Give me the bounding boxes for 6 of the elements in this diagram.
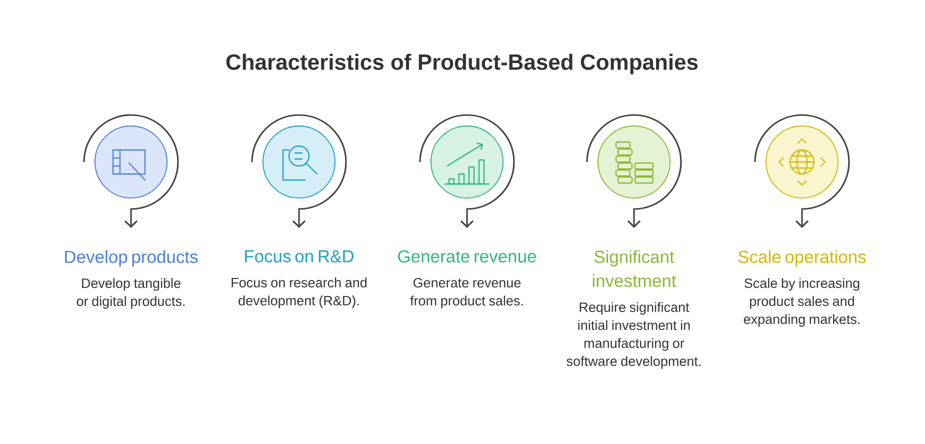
title: Characteristics of Product-Based Companies [226, 54, 698, 74]
step-text: Focus on R&D Focus on research and development (R&D). [232, 250, 367, 308]
step-text: Significant investment Require significant initial investment in manufacturing or software development. [566, 250, 700, 369]
step-text: Develop products Develop tangible or digital products. [65, 250, 198, 309]
step-text: Scale operations Scale by increasing product sales and expanding markets. [738, 250, 866, 327]
step-text: Generate revenue Generate revenue from product sales. [398, 250, 536, 308]
